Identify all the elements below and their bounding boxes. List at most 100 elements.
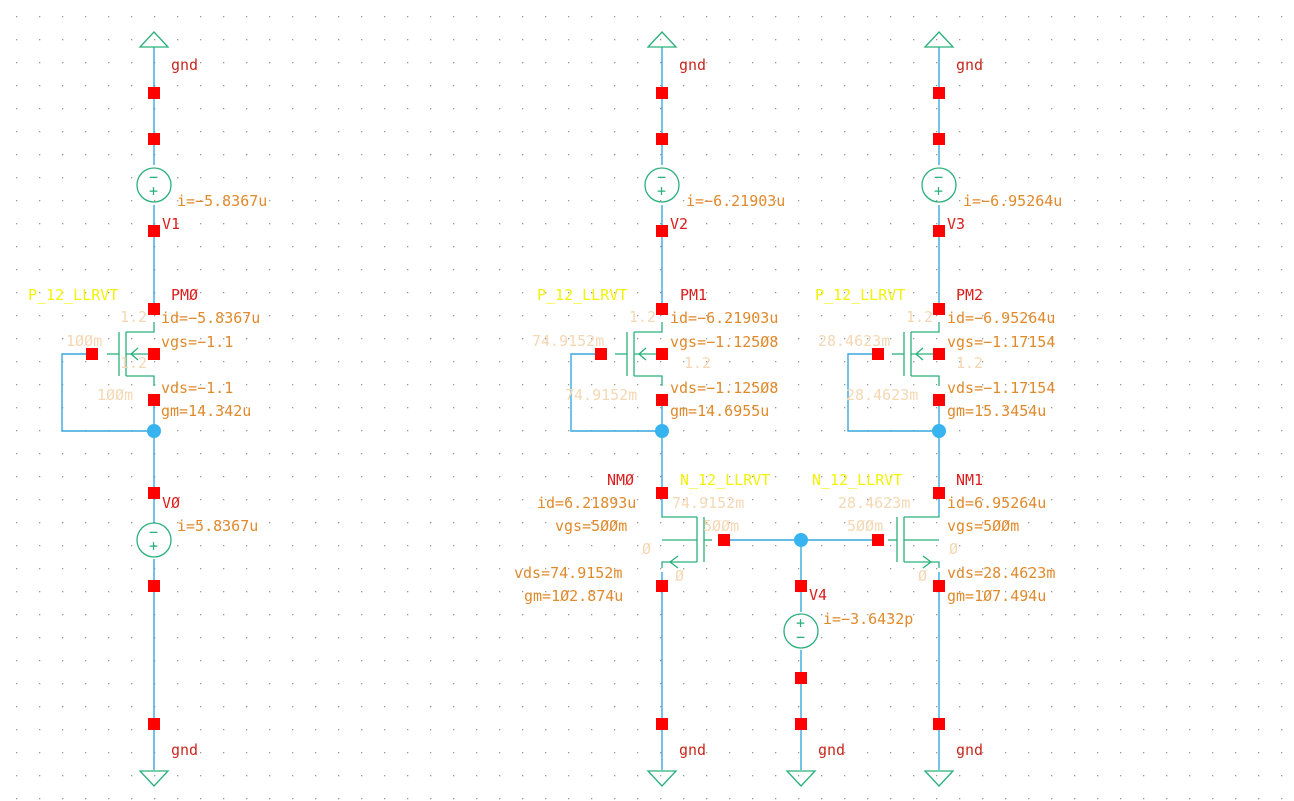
pin-b9[interactable] [656,580,668,592]
pin-c2[interactable] [933,133,945,145]
pin-b10[interactable] [656,718,668,730]
pm0-vds: vds=−1.1 [161,379,233,397]
gate-bus: + − V4 i=−3.6432p gnd [718,533,913,787]
gnd-symbol-top-c[interactable] [923,31,955,48]
v2-name: V2 [670,215,688,233]
nm1-cell-name: N_12_LLRVT [812,471,902,489]
pin-b3[interactable] [656,225,668,237]
pm2-instance-name: PM2 [956,286,983,304]
pin-a10[interactable] [148,718,160,730]
voltage-source-v0[interactable]: − + [136,522,172,558]
junction-a[interactable] [147,424,161,438]
gnd-symbol-bottom-v4[interactable] [785,770,817,787]
pin-v4-1[interactable] [795,580,807,592]
voltage-source-v2[interactable]: − + [644,167,680,203]
gnd-label-bottom-a: gnd [171,741,198,759]
pin-b6[interactable] [595,348,607,360]
pm1-gm: gm=14.6955u [670,402,769,420]
gnd-symbol-top-a[interactable] [138,31,170,48]
gnd-symbol-bottom-c[interactable] [923,770,955,787]
gnd-label-top-c: gnd [956,56,983,74]
svg-text:+: + [796,614,805,632]
voltage-source-v1[interactable]: − + [136,167,172,203]
pm0-gm: gm=14.342u [161,402,251,420]
nm1-gm: gm=1Ø7.494u [947,587,1046,605]
pin-b5[interactable] [656,348,668,360]
pin-c1[interactable] [933,87,945,99]
v4-name: V4 [809,586,827,604]
pin-c4[interactable] [933,303,945,315]
pin-b4[interactable] [656,303,668,315]
pin-c10[interactable] [933,718,945,730]
pin-a3[interactable] [148,225,160,237]
pin-c6[interactable] [872,348,884,360]
nm0-ghost-s: Ø [642,540,651,558]
gnd-label-top-a: gnd [171,56,198,74]
voltage-source-v3[interactable]: − + [921,167,957,203]
gnd-label-top-b: gnd [679,56,706,74]
svg-text:−: − [796,628,805,646]
pm1-ghost-r: 1.2 [684,354,711,372]
pmos-transistor-pm2[interactable] [892,322,940,386]
nm0-vgs: vgs=5ØØm [555,517,627,535]
column-a: gnd − + i=−5.8367u V1 P_12_LLRVT PMØ 1.2… [28,31,267,787]
pmos-transistor-pm0[interactable] [107,322,155,386]
pm2-ghost-b: 28.4623m [846,386,918,404]
v1-name: V1 [162,215,180,233]
nm0-ghost-t: 74.9152m [672,494,744,512]
junction-b[interactable] [655,424,669,438]
junction-c[interactable] [932,424,946,438]
column-c: gnd − + i=−6.95264u V3 P_12_LLRVT PM2 1.… [812,31,1062,787]
pin-a7[interactable] [148,394,160,406]
nm1-instance-name: NM1 [956,471,983,489]
pin-a9[interactable] [148,580,160,592]
gnd-symbol-bottom-b[interactable] [646,770,678,787]
pin-a2[interactable] [148,133,160,145]
pm1-ghost-l: 1.2 [629,308,656,326]
pin-a1[interactable] [148,87,160,99]
svg-text:−: − [149,523,158,541]
nmos-transistor-nm0[interactable] [661,515,712,569]
pin-b2[interactable] [656,133,668,145]
pin-c3[interactable] [933,225,945,237]
pm1-id: id=−6.21903u [670,309,778,327]
nm1-ghost-g: 5ØØm [847,517,883,535]
pm2-ghost-l: 1.2 [906,308,933,326]
v3-name: V3 [947,215,965,233]
voltage-source-v4[interactable]: + − [783,613,819,649]
gnd-symbol-bottom-a[interactable] [138,770,170,787]
nmos-transistor-nm1[interactable] [888,515,940,569]
junction-gate[interactable] [794,533,808,547]
pin-gate-nm1[interactable] [872,534,884,546]
pin-a6[interactable] [86,348,98,360]
nm0-ghost-g: 5ØØm [703,517,739,535]
pin-b8[interactable] [656,487,668,499]
pm1-vds: vds=−1.125Ø8 [670,379,778,397]
pin-b7[interactable] [656,394,668,406]
pin-v4-2[interactable] [795,672,807,684]
pm2-gm: gm=15.3454u [947,402,1046,420]
pm2-cell-name: P_12_LLRVT [815,286,905,304]
svg-text:+: + [934,182,943,200]
pm0-ghost-r: 1.2 [120,354,147,372]
pin-a5[interactable] [148,348,160,360]
pm1-ghost-b: 74.9152m [565,386,637,404]
pm2-ghost-w: 28.4623m [818,332,890,350]
pin-c8[interactable] [933,487,945,499]
pm0-instance-name: PMØ [171,286,198,304]
nm0-vds: vds=74.9152m [514,564,622,582]
column-b: gnd − + i=−6.21903u V2 P_12_LLRVT PM1 1.… [514,31,785,787]
pin-v4-3[interactable] [795,718,807,730]
pin-a8[interactable] [148,487,160,499]
pin-c9[interactable] [933,580,945,592]
pin-c5[interactable] [933,348,945,360]
pin-c7[interactable] [933,394,945,406]
pm2-vgs: vgs=−1.17154 [947,333,1055,351]
v0-name: VØ [162,494,180,512]
pin-gate-nm0[interactable] [718,534,730,546]
pin-a4[interactable] [148,303,160,315]
gnd-symbol-top-b[interactable] [646,31,678,48]
pin-b1[interactable] [656,87,668,99]
svg-text:+: + [149,537,158,555]
